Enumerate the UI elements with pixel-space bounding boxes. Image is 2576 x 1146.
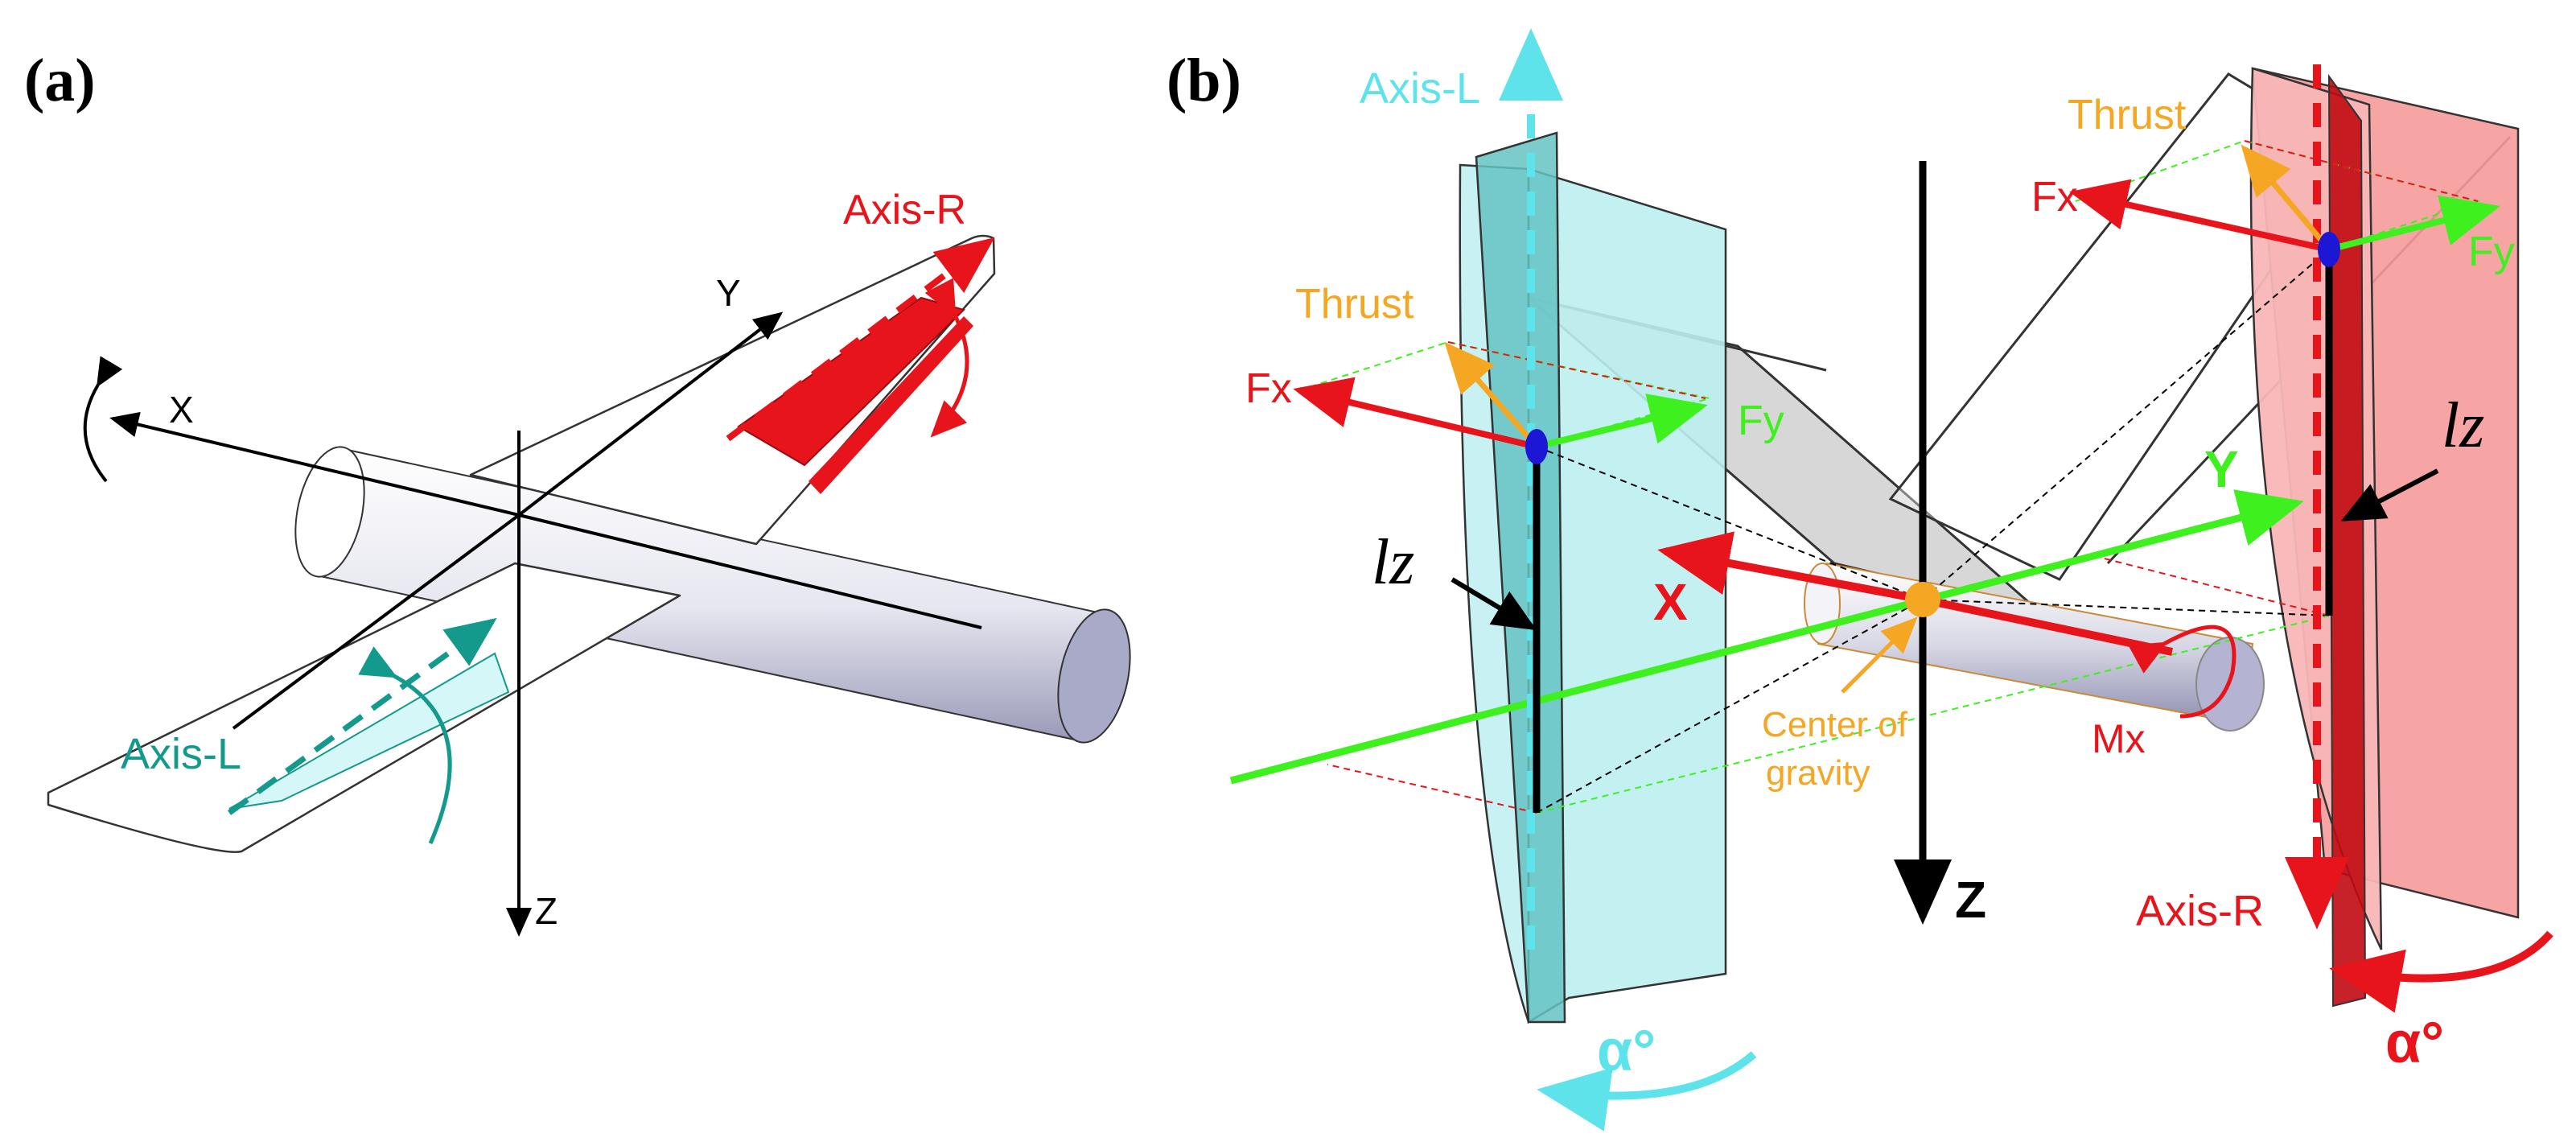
axis-z-label-a: Z (535, 890, 558, 932)
center-of-gravity-point (1905, 582, 1940, 617)
thrust-right-label: Thrust (2068, 92, 2187, 138)
fx-right-label: Fx (2031, 174, 2078, 221)
alpha-left-arrow (1537, 1051, 1757, 1132)
axis-y-label-a: Y (716, 272, 741, 314)
thrust-left-label: Thrust (1295, 281, 1414, 328)
lz-left-label: lz (1372, 527, 1414, 598)
axis-l-label-b: Axis-L (1360, 64, 1480, 113)
panel-a: (a) Axis-R Axis-L (24, 47, 1131, 937)
lz-right-pointer (2340, 468, 2439, 521)
lz-right-label: lz (2442, 390, 2484, 461)
mx-label: Mx (2092, 716, 2146, 761)
axis-r-label-a: Axis-R (843, 187, 966, 233)
body-axes-a (83, 311, 982, 937)
panel-b: (b) (1167, 28, 2553, 1132)
alpha-left-label: α° (1597, 1019, 1656, 1083)
axis-l-label-a: Axis-L (121, 730, 241, 778)
fy-right-label: Fy (2468, 229, 2515, 275)
axis-r-label-b: Axis-R (2136, 887, 2264, 935)
right-force-system (2069, 144, 2500, 267)
left-aileron (227, 617, 510, 845)
left-force-system (1293, 341, 1708, 464)
right-aileron (726, 237, 995, 494)
alpha-right-arrow (2329, 930, 2553, 1013)
axis-x-label-a: X (169, 389, 194, 431)
fy-left-label: Fy (1738, 398, 1784, 444)
panel-a-label: (a) (24, 47, 96, 114)
panel-b-label: (b) (1167, 47, 1241, 114)
center-of-gravity-pointer (1841, 616, 1918, 694)
alpha-right-label: α° (2385, 1011, 2444, 1075)
cog-label-line1: Center of (1762, 705, 1908, 744)
axis-x-label-b: X (1653, 573, 1688, 631)
mx-moment-arrow (2128, 625, 2237, 719)
lz-left-pointer (1451, 577, 1537, 631)
fx-left-label: Fx (1245, 365, 1292, 412)
left-wing (47, 562, 681, 853)
cog-label-line2: gravity (1766, 753, 1870, 793)
axis-y-label-b: Y (2204, 440, 2239, 498)
axis-z-label-b: Z (1955, 871, 1986, 929)
